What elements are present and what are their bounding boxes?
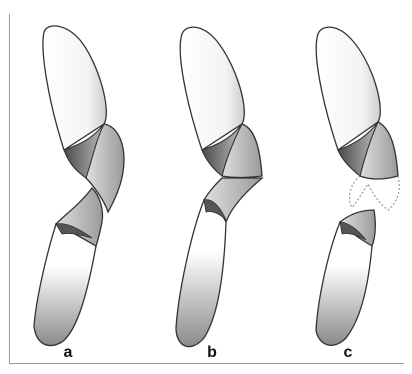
panel-b-upper-tooth <box>180 27 262 177</box>
panel-a-teeth <box>34 26 124 346</box>
panel-b-teeth <box>176 27 262 346</box>
panel-c-label: c <box>338 344 358 362</box>
panel-a-lower-tooth <box>34 188 103 345</box>
panel-c-upper-tooth <box>316 27 398 179</box>
panel-b-lower-tooth <box>176 178 262 347</box>
panel-b-label: b <box>202 344 222 362</box>
panel-c-lower-tooth <box>316 210 375 345</box>
panel-c-teeth <box>316 27 399 345</box>
panel-c-dotted-outline <box>350 176 400 210</box>
panel-a-label: a <box>58 344 78 362</box>
panel-a-upper-tooth <box>43 26 124 212</box>
